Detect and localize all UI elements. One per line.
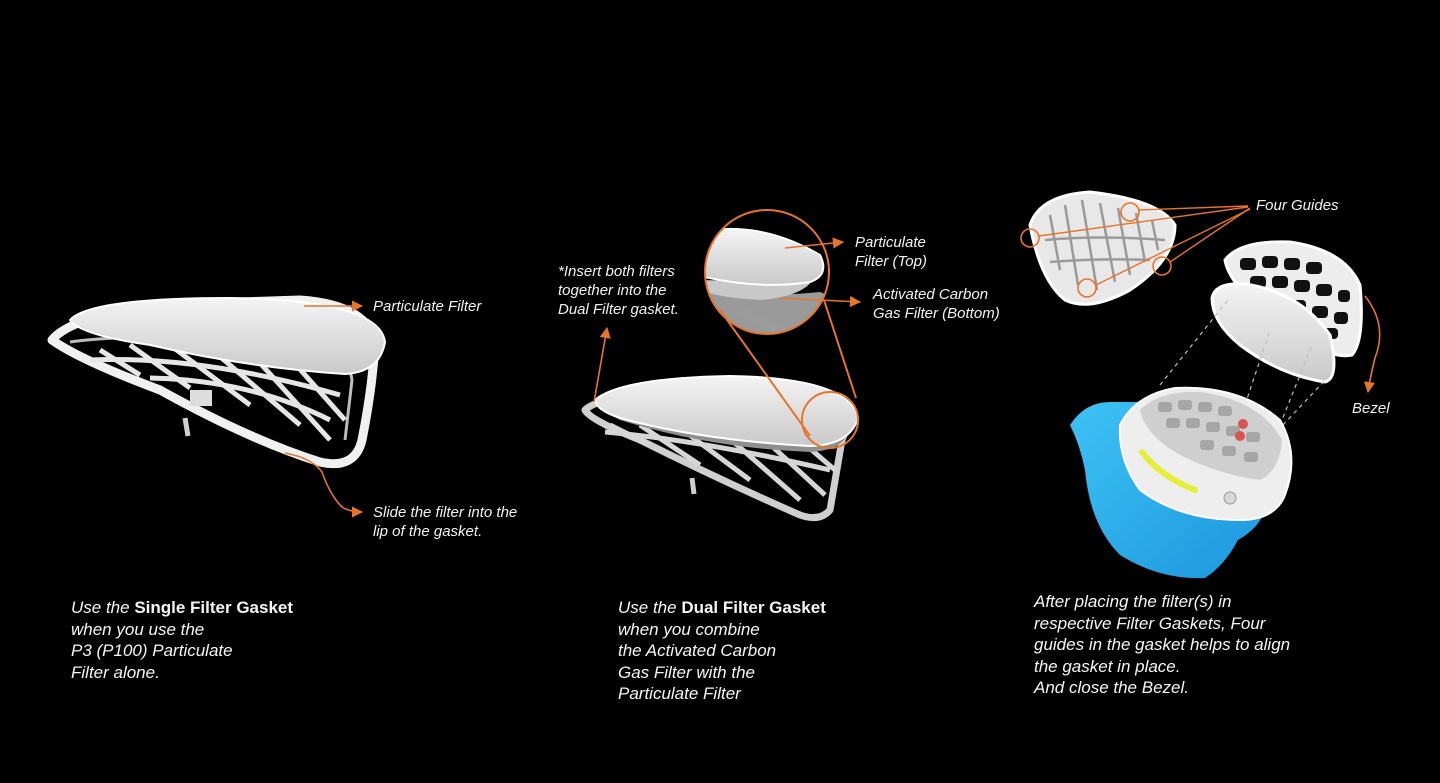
dual-filter-pad xyxy=(593,374,860,448)
caption-assembly: After placing the filter(s) in respectiv… xyxy=(1034,592,1291,697)
assembly-illustration xyxy=(1020,190,1363,579)
guide-marker xyxy=(1077,278,1097,298)
guide-marker xyxy=(1120,202,1140,222)
zoom-source-circle xyxy=(801,391,859,449)
status-led-strip xyxy=(1139,449,1198,493)
caption-dual-filter: Use the Dual Filter Gasket when you comb… xyxy=(618,598,826,703)
label-four-guides: Four Guides xyxy=(1256,197,1339,214)
label-particulate-filter-top: Particulate Filter (Top) xyxy=(855,234,927,270)
guide-marker xyxy=(1152,256,1172,276)
caption-single-bold: Single Filter Gasket xyxy=(134,598,294,617)
filter-disc xyxy=(1210,282,1336,384)
label-insert-note: *Insert both filters together into the D… xyxy=(558,263,679,318)
label-bezel: Bezel xyxy=(1352,400,1390,417)
dual-filter-illustration xyxy=(581,209,860,522)
single-filter-pad xyxy=(68,296,387,376)
label-activated-carbon-bottom: Activated Carbon Gas Filter (Bottom) xyxy=(873,286,1000,322)
zoom-detail-circle xyxy=(704,209,830,335)
caption-single-filter: Use the Single Filter Gasket when you us… xyxy=(71,598,294,682)
single-filter-illustration xyxy=(47,295,387,469)
caption-dual-bold: Dual Filter Gasket xyxy=(681,598,826,617)
callout-arrows xyxy=(284,237,1381,518)
label-particulate-filter: Particulate Filter xyxy=(373,298,482,315)
guide-marker xyxy=(1020,228,1040,248)
label-slide-filter: Slide the filter into the lip of the gas… xyxy=(373,504,518,540)
